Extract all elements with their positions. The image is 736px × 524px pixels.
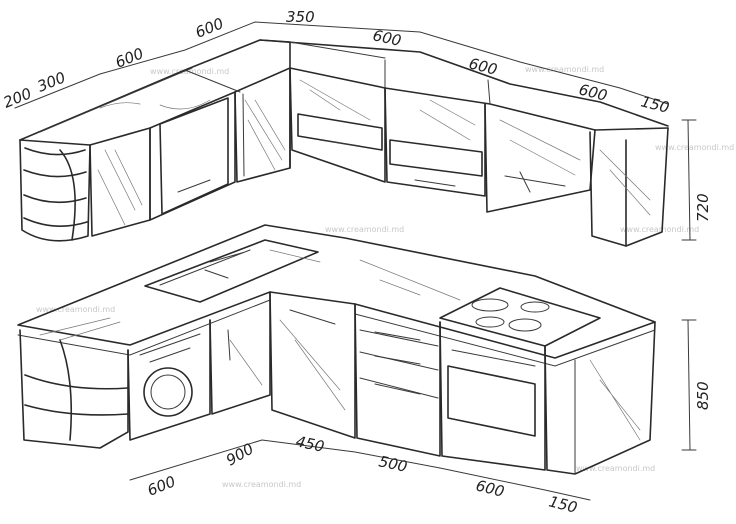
dimension-lines [14,21,697,501]
watermark: www.creamondi.md [620,225,699,234]
watermark: www.creamondi.md [576,464,655,473]
dim-lower-front-1: 500 [377,452,409,476]
lower-cabinets [17,224,656,475]
dim-upper-2: 600 [113,44,146,71]
dim-upper-6: 600 [467,54,499,78]
dim-upper-5: 600 [371,26,403,50]
watermark: www.creamondi.md [36,305,115,314]
dim-lower-front-2: 600 [474,476,506,500]
dim-lower-height: 850 [694,381,712,410]
upper-cabinets [19,39,669,247]
dim-lower-front-0: 450 [294,432,326,456]
dim-upper-3: 600 [193,14,226,41]
watermark: www.creamondi.md [325,225,404,234]
dim-upper-8: 150 [639,92,671,116]
dim-upper-4: 350 [286,8,315,26]
dim-upper-1: 300 [35,68,68,95]
dim-lower-left-1: 900 [223,440,257,470]
watermark: www.creamondi.md [525,65,604,74]
dim-lower-left-0: 600 [145,472,178,499]
dim-upper-height: 720 [694,193,712,222]
watermark: www.creamondi.md [222,480,301,489]
dim-upper-0: 200 [1,84,34,111]
watermark: www.creamondi.md [655,143,734,152]
